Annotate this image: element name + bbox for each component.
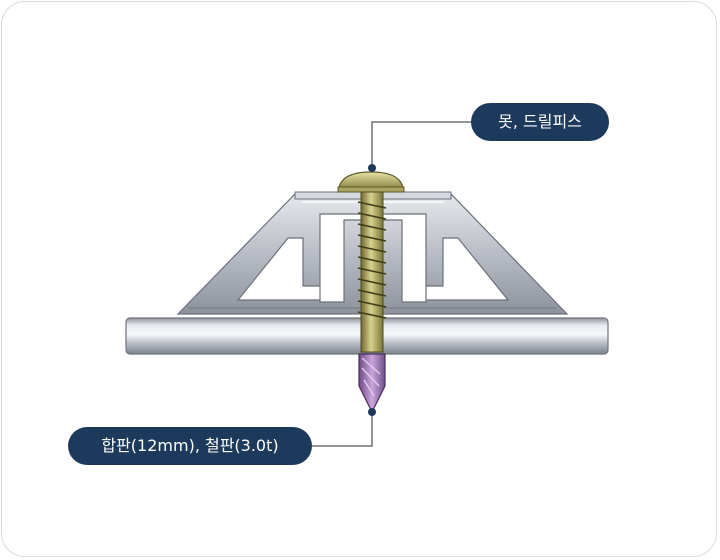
screw-icon [337,171,405,414]
leader-dot-icon [368,164,376,172]
plate-callout-label: 합판(12mm), 철판(3.0t) [68,427,312,465]
screw-callout-label: 못, 드릴피스 [471,103,609,141]
leader-dot-icon [368,408,376,416]
leader-lines [312,121,471,447]
